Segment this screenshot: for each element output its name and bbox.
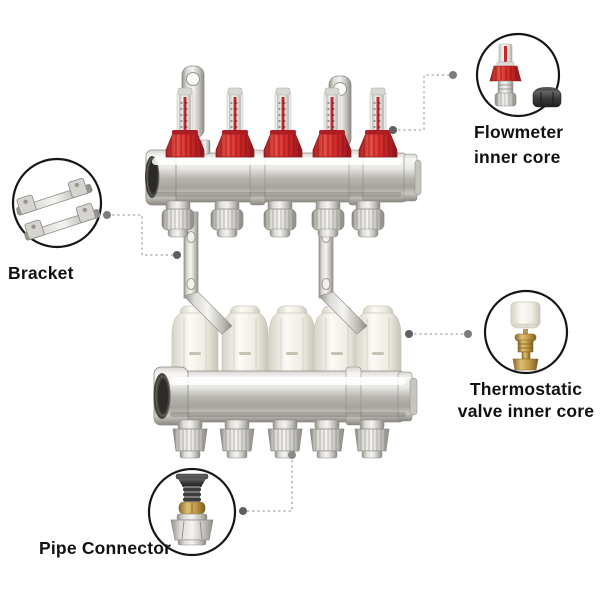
bracket-straps bbox=[183, 211, 334, 299]
top-manifold-bar bbox=[145, 139, 422, 206]
bracket-callout-label: Bracket bbox=[8, 261, 74, 286]
pipe-connector-callout-label: Pipe Connector bbox=[39, 536, 171, 561]
flowmeter-inner-core-icon bbox=[489, 43, 522, 107]
flowmeter-callout-label: Flowmeter inner core bbox=[474, 120, 563, 170]
pipe-connector-label-line1: Pipe Connector bbox=[39, 538, 172, 558]
leader-line-flowmeter bbox=[393, 74, 453, 131]
bracket-feet bbox=[183, 291, 368, 335]
thermostatic-valve-inner-core-icon bbox=[510, 301, 541, 371]
lower-pipe-fittings bbox=[172, 419, 390, 459]
manifold-product bbox=[145, 65, 422, 459]
pipe-connector-icon bbox=[170, 473, 214, 546]
callout-bracket bbox=[11, 157, 103, 249]
flowmeter bbox=[215, 87, 255, 158]
leader-line-bracket bbox=[107, 214, 177, 256]
callout-pipe-connector bbox=[147, 467, 237, 557]
bracket-icon bbox=[16, 177, 101, 241]
leader-line-pipe-connector bbox=[243, 455, 293, 512]
thermostatic-callout-label: Thermostatic valve inner core bbox=[448, 378, 600, 422]
flowmeter-label-line1: Flowmeter bbox=[474, 122, 564, 142]
thermostatic-label-line1: Thermostatic bbox=[469, 379, 583, 399]
flowmeter bbox=[358, 87, 398, 158]
bracket-label-line1: Bracket bbox=[8, 263, 74, 283]
callout-thermostatic-valve bbox=[483, 289, 569, 375]
lower-manifold-bar bbox=[153, 366, 418, 426]
thermostatic-label-line2: valve inner core bbox=[457, 401, 595, 421]
leader-lines bbox=[107, 74, 468, 512]
callout-flowmeter-inner-core bbox=[475, 32, 562, 118]
flowmeter-label-line2: inner core bbox=[474, 147, 561, 167]
leader-dots bbox=[103, 71, 472, 515]
flowmeter-cap-nut-icon bbox=[532, 87, 562, 108]
flowmeter bbox=[263, 87, 303, 158]
